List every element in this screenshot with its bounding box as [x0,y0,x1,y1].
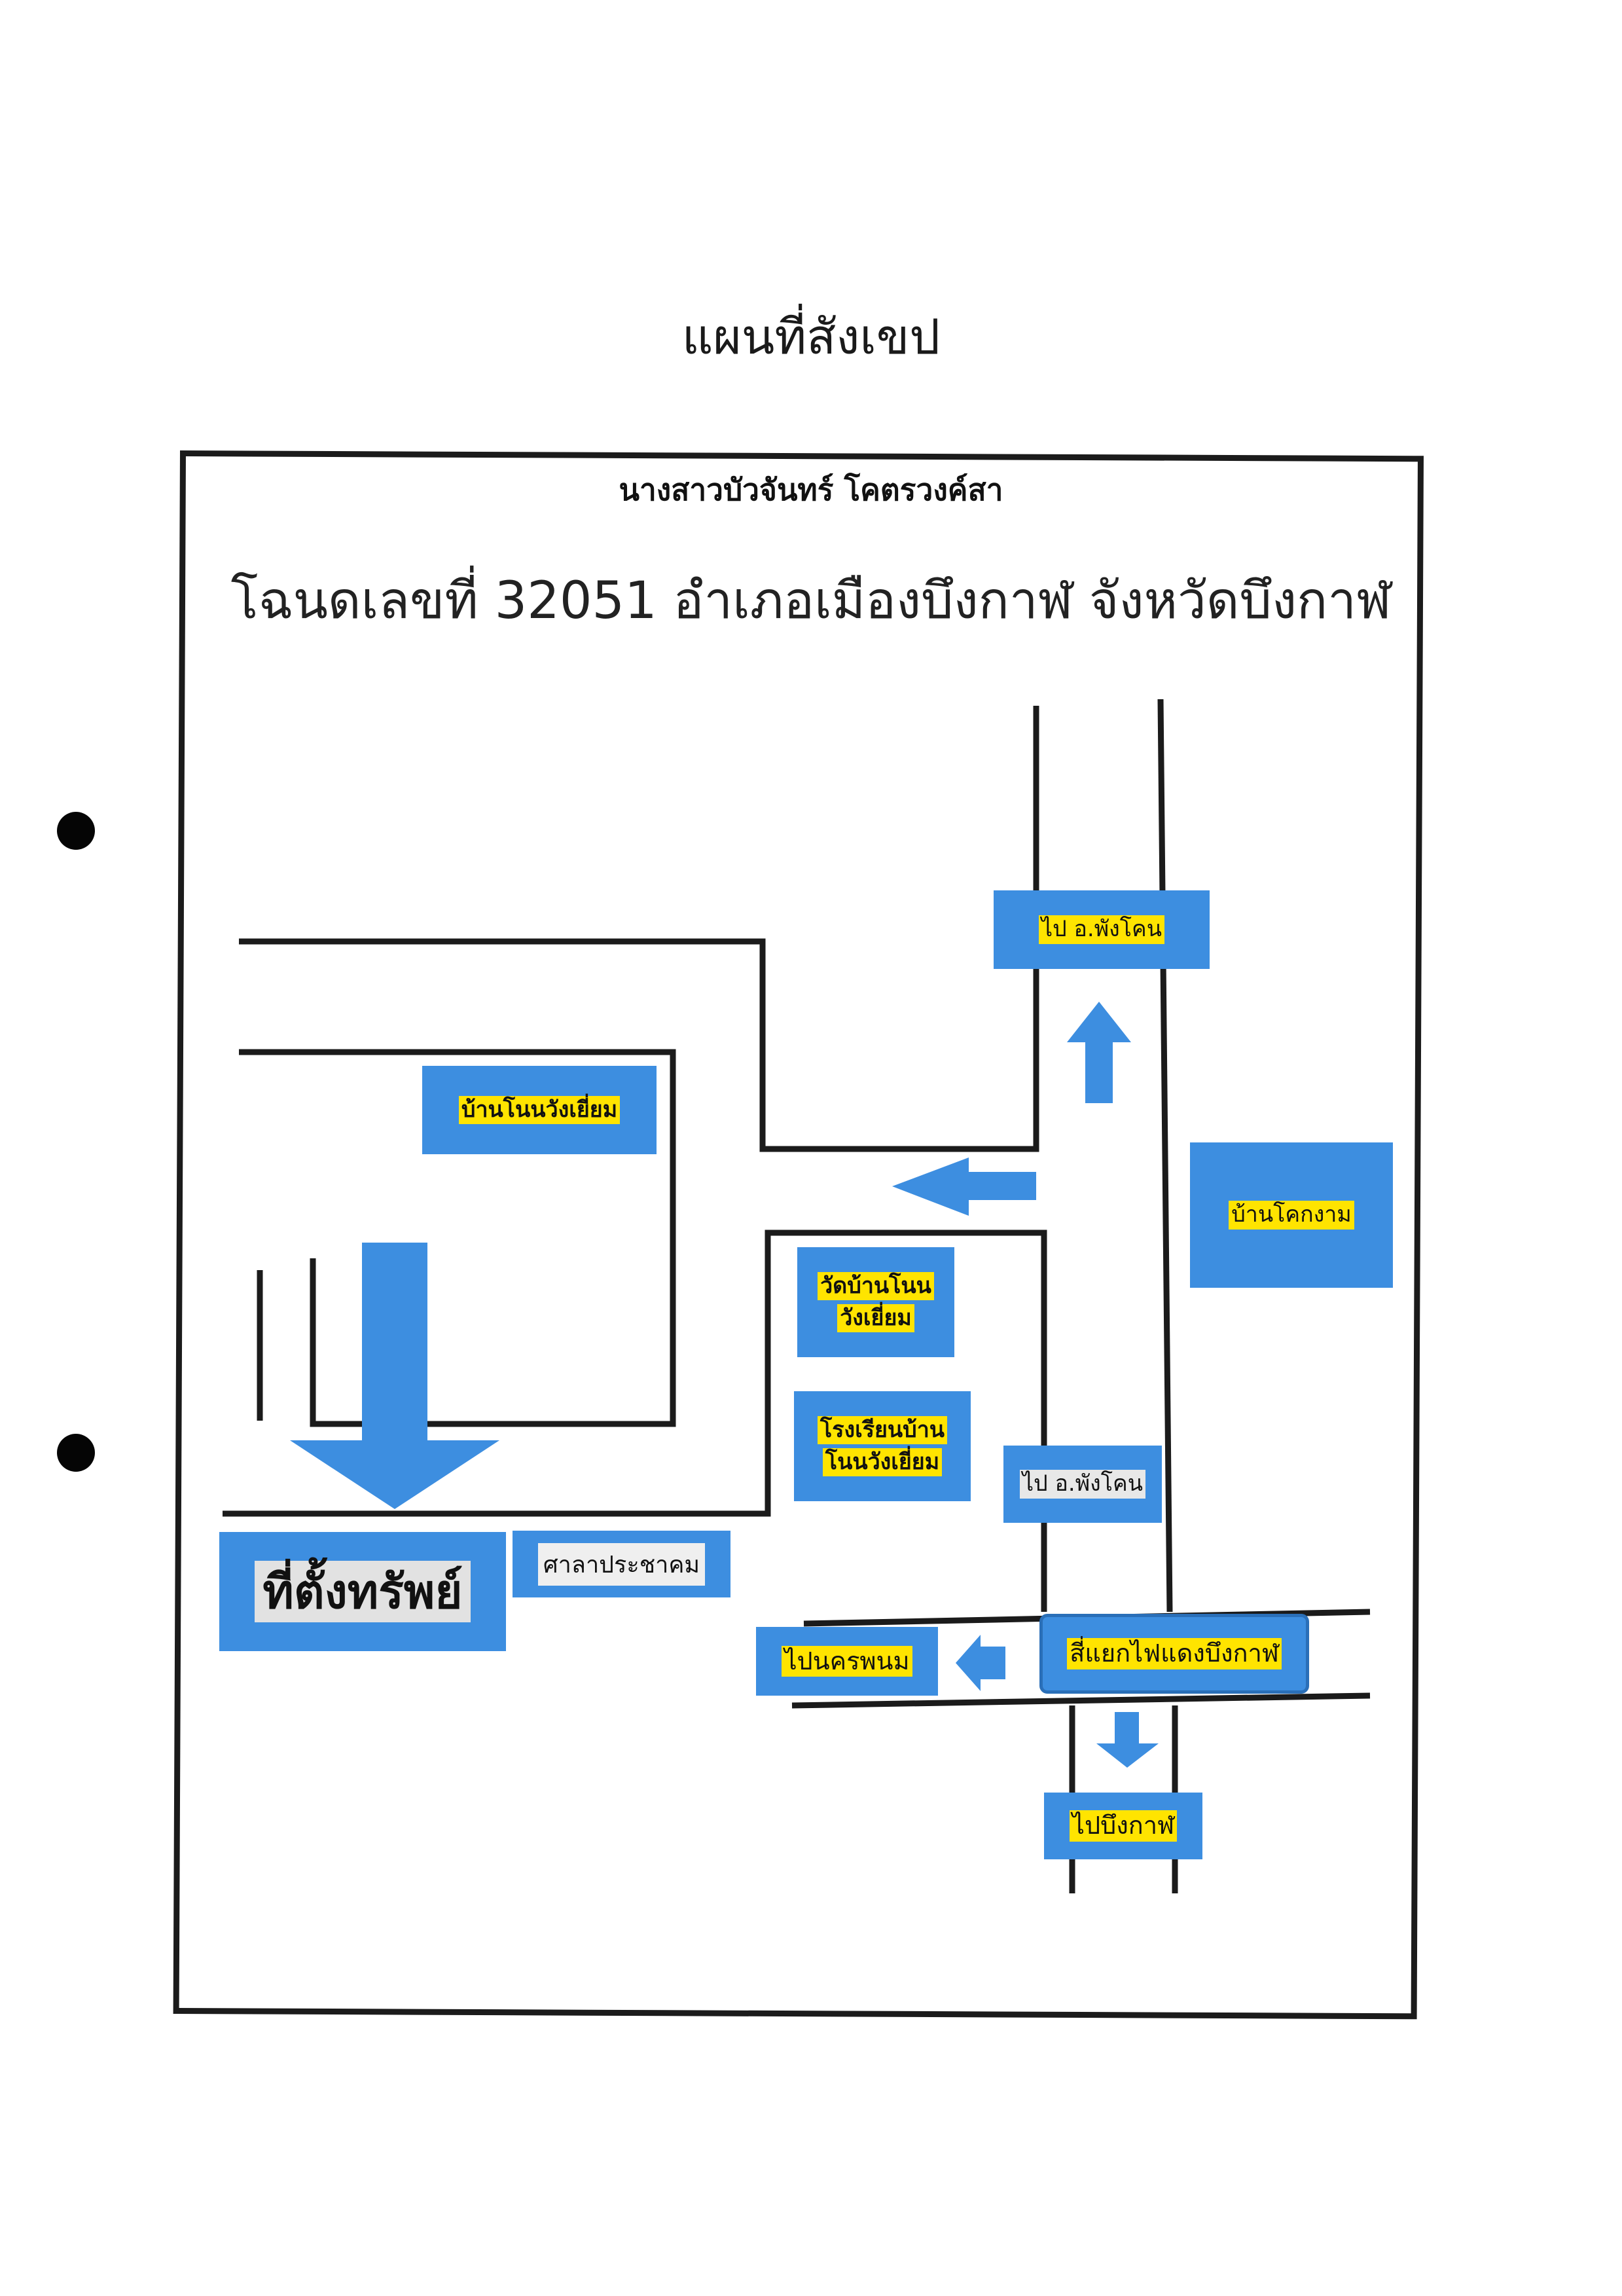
label-ban-khok-ngam: บ้านโคกงาม [1190,1142,1393,1288]
wat-line1-text: วัดบ้านโนน [818,1271,934,1300]
punch-hole-top [57,812,95,850]
deed-caption: โฉนดเลขที่ 32051 อำเภอเมืองบึงกาฬ จังหวั… [230,572,1392,630]
road-inner-block [239,1049,676,1427]
arrow-up [1067,1002,1131,1103]
page-title: แผนที่สังเขป [681,309,941,365]
sala-text: ศาลาประชาคม [537,1542,706,1586]
label-intersection: สี่แยกไฟแดงบึงกาฬ [1039,1614,1309,1694]
arrow-down-small [1096,1712,1159,1768]
label-ban-non-wang-iam: บ้านโนนวังเยี่ยม [422,1066,657,1154]
arrow-down-large [290,1243,499,1509]
road-upper [239,706,1039,1152]
school-line1-text: โรงเรียนบ้าน [817,1415,948,1444]
arrow-left [892,1157,1036,1216]
label-sala-pracha-khom: ศาลาประชาคม [513,1531,730,1597]
to-bueng-kan-text: ไปบึงกาฬ [1069,1810,1178,1842]
property-text: ที่ตั้งทรัพย์ [255,1560,471,1623]
punch-hole-bottom [57,1434,95,1472]
arrow-left-small [956,1635,1005,1691]
road-horizontal-bottom [791,1692,1371,1709]
label-to-nakhon-phanom: ไปนครพนม [756,1627,938,1696]
label-to-phon-khon-top: ไป อ.พังโคน [994,890,1210,969]
label-school: โรงเรียนบ้าน โนนวังเยี่ยม [794,1391,971,1501]
school-line2-text: โนนวังเยี่ยม [822,1448,943,1477]
wat-line2-text: วังเยี่ยม [837,1304,914,1333]
label-wat-ban-non-wang-iam: วัดบ้านโนน วังเยี่ยม [797,1247,954,1357]
road-lower [223,1230,1047,1612]
owner-name: นางสาวบัวจันทร์ โคตรวงค์สา [619,472,1003,507]
label-property-location: ที่ตั้งทรัพย์ [219,1532,506,1651]
ban-non-wang-iam-text: บ้านโนนวังเยี่ยม [458,1095,621,1125]
to-phon-khon-mid-text: ไป อ.พังโคน [1020,1470,1145,1499]
label-to-phon-khon-mid: ไป อ.พังโคน [1003,1446,1162,1523]
intersection-text: สี่แยกไฟแดงบึงกาฬ [1067,1638,1282,1669]
label-to-bueng-kan: ไปบึงกาฬ [1044,1793,1202,1859]
road-main-right [1157,699,1173,1613]
ban-khok-ngam-text: บ้านโคกงาม [1229,1201,1354,1230]
to-phon-khon-top-text: ไป อ.พังโคน [1039,915,1164,944]
to-nakhon-phanom-text: ไปนครพนม [782,1645,912,1677]
